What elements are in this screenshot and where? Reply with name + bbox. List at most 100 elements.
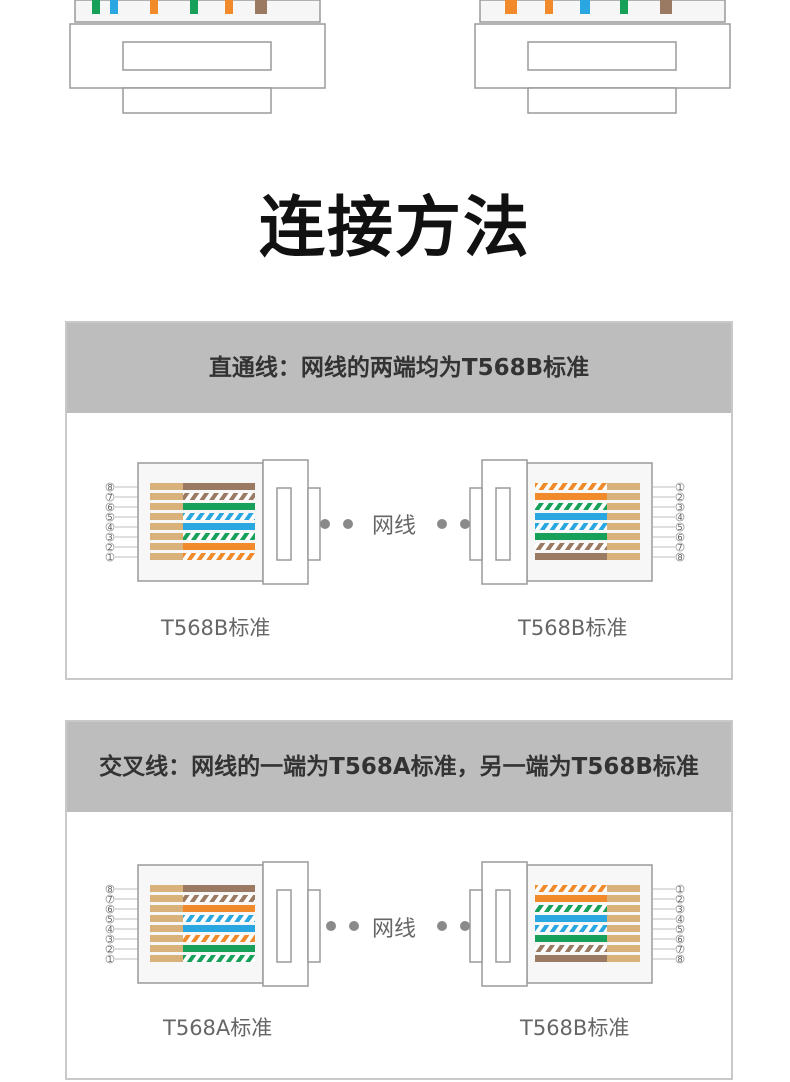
wire-blue-stripe [183, 915, 255, 922]
plug-slot [495, 487, 511, 561]
pin-number: 7 [107, 895, 112, 904]
pin-contact [150, 493, 183, 500]
top-left-connector [69, 0, 326, 114]
pin-number: 3 [677, 503, 682, 512]
pin-number: 8 [107, 483, 112, 492]
pin-contact [607, 533, 640, 540]
cable-dot [343, 519, 353, 529]
pin-contact [150, 513, 183, 520]
pin-number: 5 [107, 513, 112, 522]
pin-contact [607, 513, 640, 520]
cable-dot [437, 519, 447, 529]
pin-contact [150, 905, 183, 912]
pin-contact [607, 523, 640, 530]
left-standard-label: T568A标准 [163, 1016, 273, 1040]
pin-number: 1 [677, 885, 682, 894]
pin-number: 8 [107, 885, 112, 894]
wire-blue-stripe [535, 523, 607, 530]
pin-contact [607, 553, 640, 560]
wire-brown-stripe [535, 543, 607, 550]
wire-orange [183, 905, 255, 912]
pin-contact [150, 523, 183, 530]
pin-number: 1 [677, 483, 682, 492]
pin-number: 6 [107, 503, 112, 512]
pin-contact [607, 945, 640, 952]
pin-contact [150, 553, 183, 560]
pin-marker [105, 894, 115, 904]
plug-slot [276, 487, 292, 561]
plug-slot [276, 889, 292, 963]
top-right-connector [474, 0, 731, 114]
pin-marker [675, 894, 685, 904]
cable-dot [326, 921, 336, 931]
wire-brown [535, 955, 607, 962]
wire-blue [535, 915, 607, 922]
page-heading: 连接方法 [259, 189, 531, 266]
pin-number: 5 [107, 915, 112, 924]
pin-number: 2 [677, 493, 682, 502]
pin-contact [150, 885, 183, 892]
pin-contact [607, 543, 640, 550]
pin-marker [675, 522, 685, 532]
pin-number: 3 [107, 935, 112, 944]
wire-green [183, 945, 255, 952]
pin-marker [105, 884, 115, 894]
pin-number: 6 [677, 935, 682, 944]
pin-marker [675, 944, 685, 954]
plug-body [137, 864, 264, 984]
pin-marker [105, 542, 115, 552]
pin-number: 3 [107, 533, 112, 542]
wire-blue-stripe [535, 925, 607, 932]
wire-orange [535, 493, 607, 500]
right-standard-label: T568B标准 [518, 616, 628, 640]
wire-brown [183, 483, 255, 490]
wire-blue [183, 925, 255, 932]
pin-contact [607, 925, 640, 932]
pin-marker [675, 914, 685, 924]
plug-slot [495, 889, 511, 963]
pin-contact [150, 945, 183, 952]
pin-contact [150, 955, 183, 962]
pin-marker [675, 904, 685, 914]
cable-label: 网线 [372, 917, 417, 942]
pin-marker [105, 482, 115, 492]
plug-clip [307, 889, 321, 963]
pin-number: 6 [107, 905, 112, 914]
pin-number: 4 [107, 523, 112, 532]
wire-green [535, 533, 607, 540]
pin-marker [105, 522, 115, 532]
cable-dot [460, 519, 470, 529]
wire-brown [535, 553, 607, 560]
pin-marker [675, 502, 685, 512]
pin-number: 4 [677, 915, 682, 924]
wire-green-stripe [183, 955, 255, 962]
pin-number: 6 [677, 533, 682, 542]
plug-clip [307, 487, 321, 561]
wire-green-stripe [183, 533, 255, 540]
pin-marker [675, 924, 685, 934]
pin-marker [675, 934, 685, 944]
wire-green [183, 503, 255, 510]
pin-contact [607, 493, 640, 500]
pin-number: 8 [677, 955, 682, 964]
plug-body [526, 864, 653, 984]
pin-number: 1 [107, 553, 112, 562]
pin-number: 2 [107, 543, 112, 552]
cable-dot [349, 921, 359, 931]
pin-contact [150, 533, 183, 540]
pin-contact [150, 895, 183, 902]
wire-orange-stripe [183, 935, 255, 942]
wire-brown-stripe [183, 493, 255, 500]
wire-orange-stripe [535, 483, 607, 490]
pin-marker [105, 904, 115, 914]
cable-dot [320, 519, 330, 529]
wire-brown-stripe [183, 895, 255, 902]
pin-contact [150, 925, 183, 932]
pin-marker [675, 954, 685, 964]
wire-brown-stripe [535, 945, 607, 952]
plug-body [137, 462, 264, 582]
